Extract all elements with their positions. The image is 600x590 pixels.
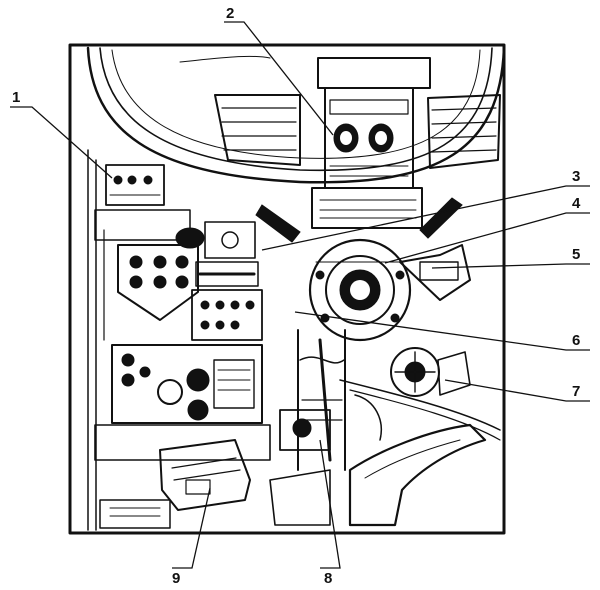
left-wall (87, 149, 105, 531)
callout-9: 9 (172, 570, 180, 587)
callout-3: 3 (572, 168, 580, 185)
left-dial-box (117, 244, 199, 321)
leader-7 (444, 379, 590, 402)
leader-lines (10, 21, 590, 569)
callout-8: 8 (324, 570, 332, 587)
leader-4 (384, 212, 590, 264)
callout-labels: 1 2 3 4 5 6 7 8 9 (12, 5, 581, 587)
callout-4: 4 (572, 195, 581, 212)
left-vision-block (214, 94, 301, 166)
right-seat (269, 379, 501, 527)
center-control-box (191, 261, 263, 341)
callout-6: 6 (572, 332, 580, 349)
callout-1: 1 (12, 89, 20, 106)
leader-9 (172, 487, 211, 569)
leader-2 (224, 21, 334, 136)
leader-6 (294, 311, 590, 351)
central-column (279, 329, 346, 471)
leader-5 (431, 263, 590, 269)
knob-cluster (175, 221, 256, 259)
battery-box (159, 439, 251, 511)
sight-handles (255, 197, 463, 243)
callout-2: 2 (226, 5, 234, 22)
lower-left-instrument-panel (111, 344, 263, 424)
diagram-frame (68, 43, 506, 535)
turret-ring (86, 46, 506, 184)
gun-mechanism (308, 238, 471, 342)
callout-5: 5 (572, 246, 580, 263)
right-vision-block (427, 94, 501, 169)
leader-8 (319, 439, 341, 569)
periscope-sight (311, 57, 431, 229)
leader-1 (10, 106, 113, 179)
lower-left-structure (94, 424, 271, 529)
callout-7: 7 (572, 383, 580, 400)
upper-left-panel (94, 164, 191, 241)
handwheel (390, 347, 471, 397)
leader-3 (261, 185, 590, 251)
